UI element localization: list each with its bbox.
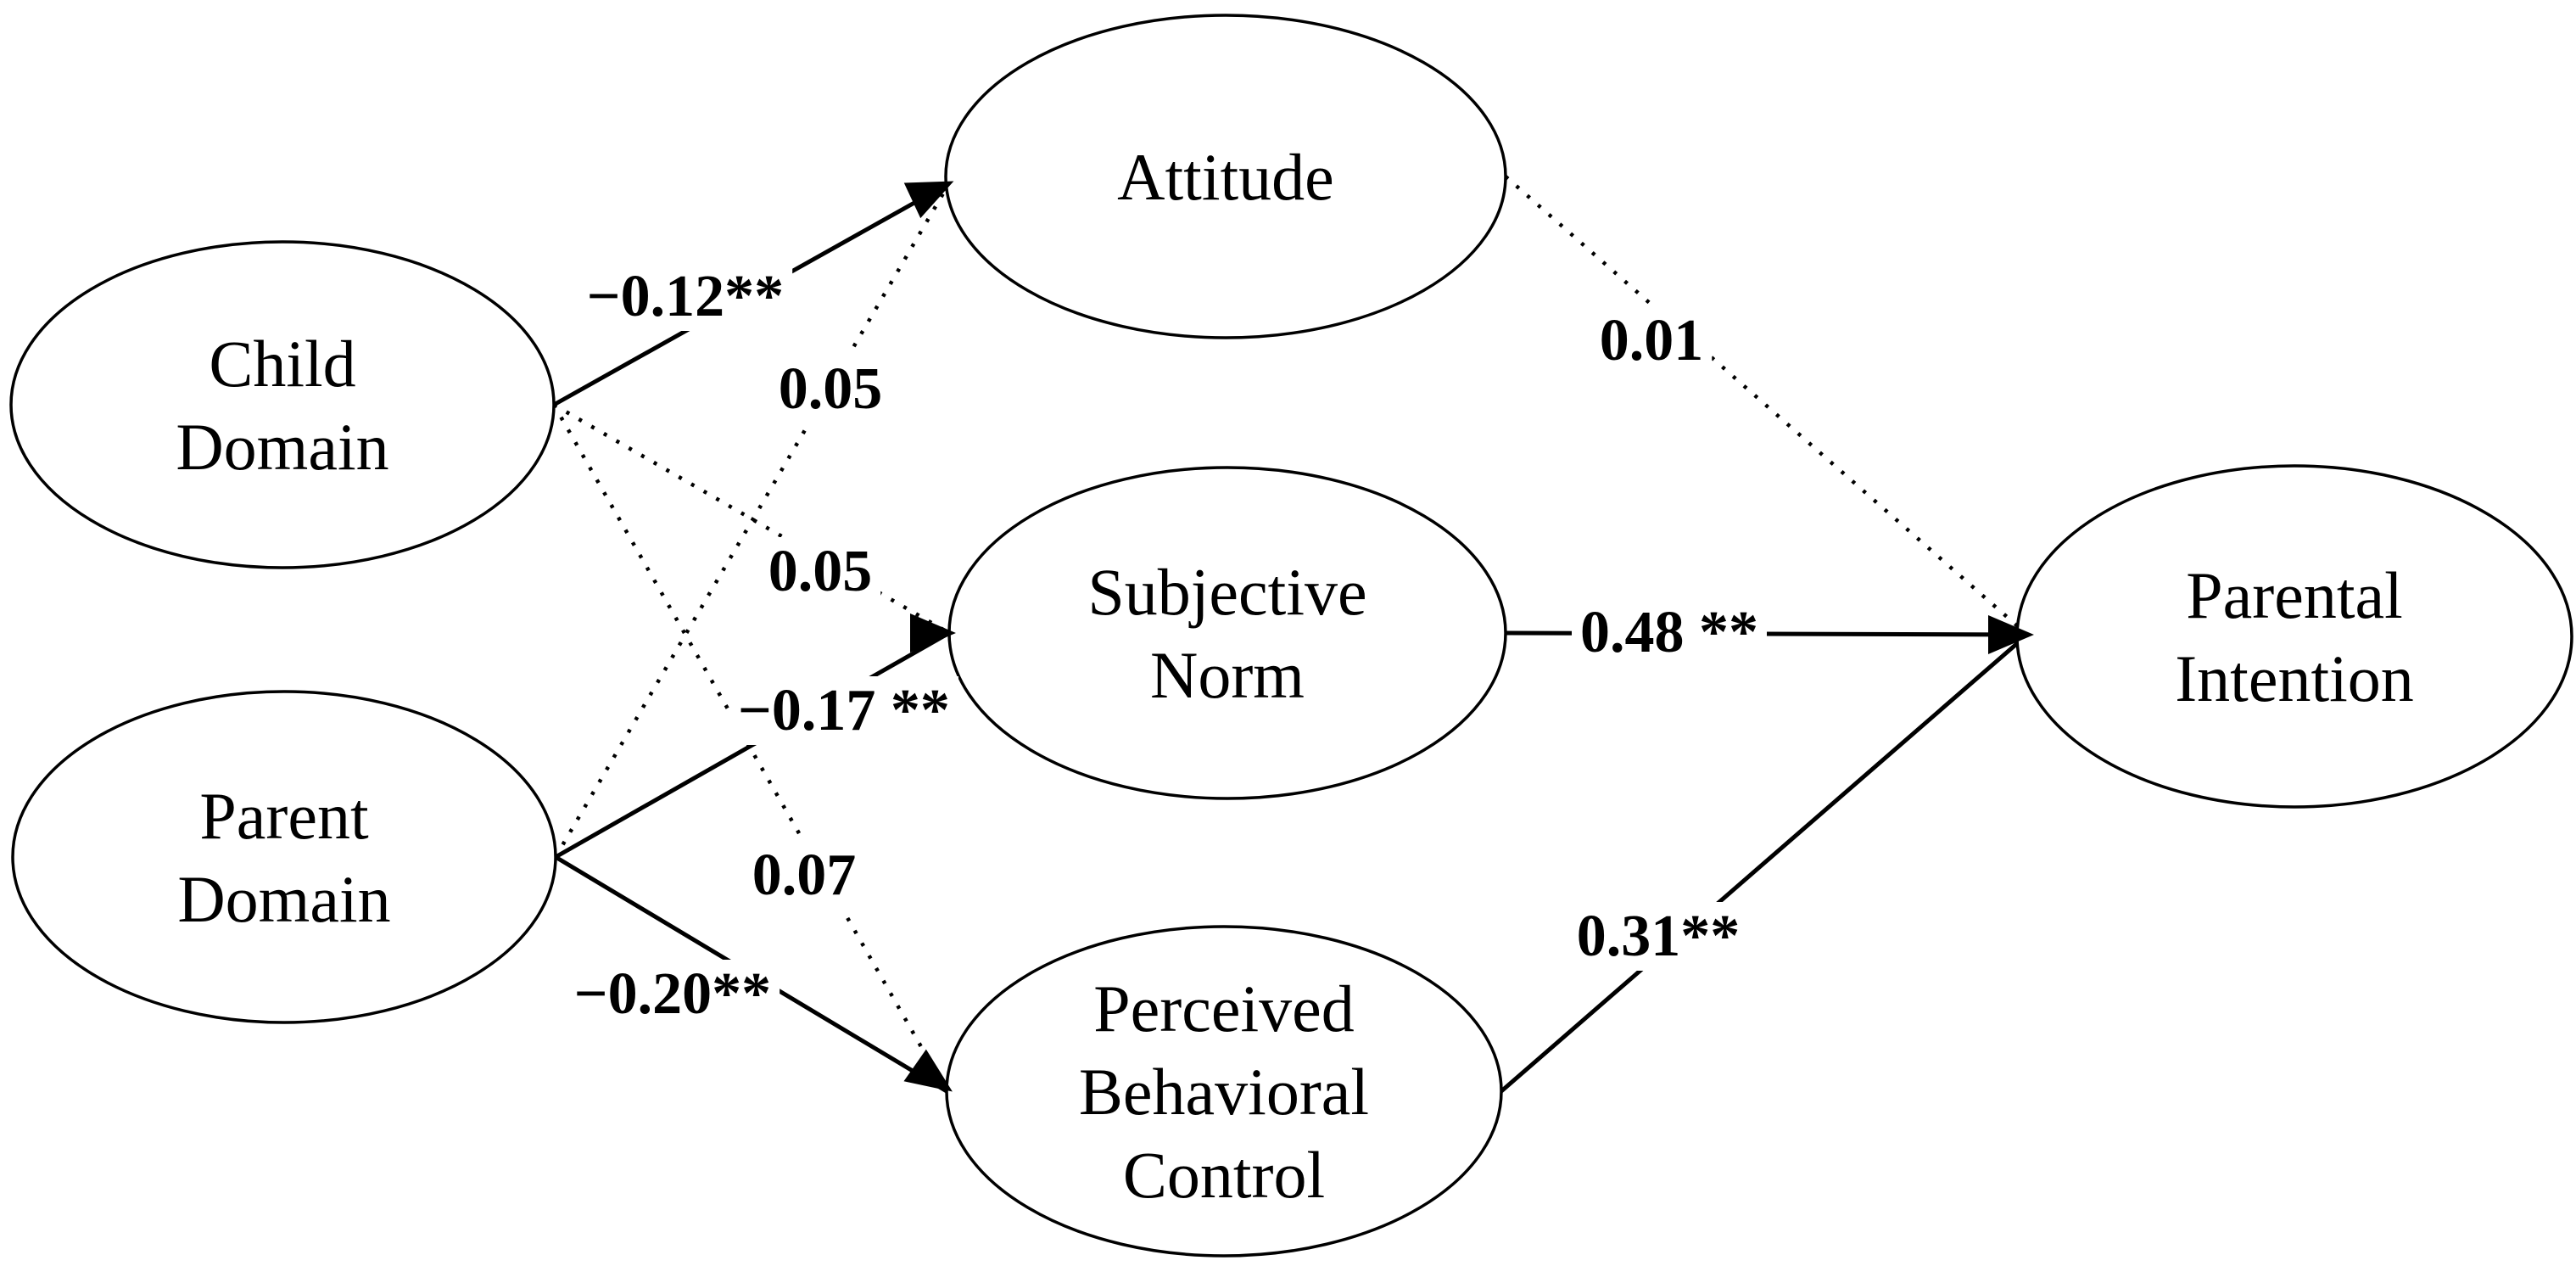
- node-label-attitude: Attitude: [1117, 140, 1334, 214]
- coefficient-label-attitude-to-parental-intention: 0.01: [1600, 308, 1704, 373]
- coefficient-label-mask: [769, 355, 891, 423]
- arrowhead-into-parental-intention: [1988, 615, 2034, 654]
- coefficient-label-parent-domain-to-attitude: 0.05: [779, 356, 883, 422]
- node-ellipse-perceived-behavioral-control: [945, 925, 1503, 1258]
- path-parent-domain-to-attitude: [554, 182, 951, 859]
- arrowhead-into-subjective-norm: [910, 613, 956, 653]
- coefficient-label-child-domain-to-attitude: −0.12**: [587, 264, 784, 329]
- coefficient-label-child-domain-to-perceived-behavioral-control: 0.07: [752, 843, 857, 908]
- coefficient-label-child-domain-to-subjective-norm: 0.05: [768, 539, 873, 604]
- coefficient-label-mask: [1590, 306, 1713, 375]
- path-attitude-to-parental-intention: [1504, 175, 2029, 636]
- node-ellipse-subjective-norm: [947, 466, 1507, 800]
- path-child-domain-to-perceived-behavioral-control: [552, 403, 948, 1093]
- coefficient-label-subjective-norm-to-parental-intention: 0.48 **: [1580, 600, 1758, 665]
- edge-labels-layer: −0.12** 0.05 0.05 −0.17 ** 0.07 −0.20** 0.01 0.…: [565, 262, 1767, 1028]
- coefficient-label-mask: [759, 537, 881, 606]
- coefficient-label-parent-domain-to-perceived-behavioral-control: −0.20**: [574, 961, 771, 1027]
- path-perceived-behavioral-control-to-parental-intention: [1500, 633, 2029, 1093]
- coefficient-label-mask: [565, 960, 780, 1028]
- arrowheads-layer: [903, 181, 2034, 1092]
- coefficient-label-mask: [1567, 902, 1749, 971]
- coefficient-label-perceived-behavioral-control-to-parental-intention: 0.31**: [1577, 904, 1741, 969]
- node-ellipse-attitude: [944, 14, 1507, 339]
- coefficient-label-mask: [743, 841, 865, 910]
- coefficient-label-mask: [1572, 598, 1767, 667]
- arrowhead-into-attitude: [903, 181, 954, 219]
- coefficient-label-parent-domain-to-subjective-norm: −0.17 **: [738, 678, 950, 743]
- node-ellipse-parental-intention: [2015, 464, 2573, 809]
- node-ellipse-parent-domain: [11, 690, 557, 1024]
- coefficient-label-mask: [578, 262, 793, 331]
- node-ellipse-child-domain: [9, 240, 556, 569]
- coefficient-label-mask: [729, 676, 958, 745]
- arrowhead-into-perceived-behavioral-control: [903, 1049, 953, 1092]
